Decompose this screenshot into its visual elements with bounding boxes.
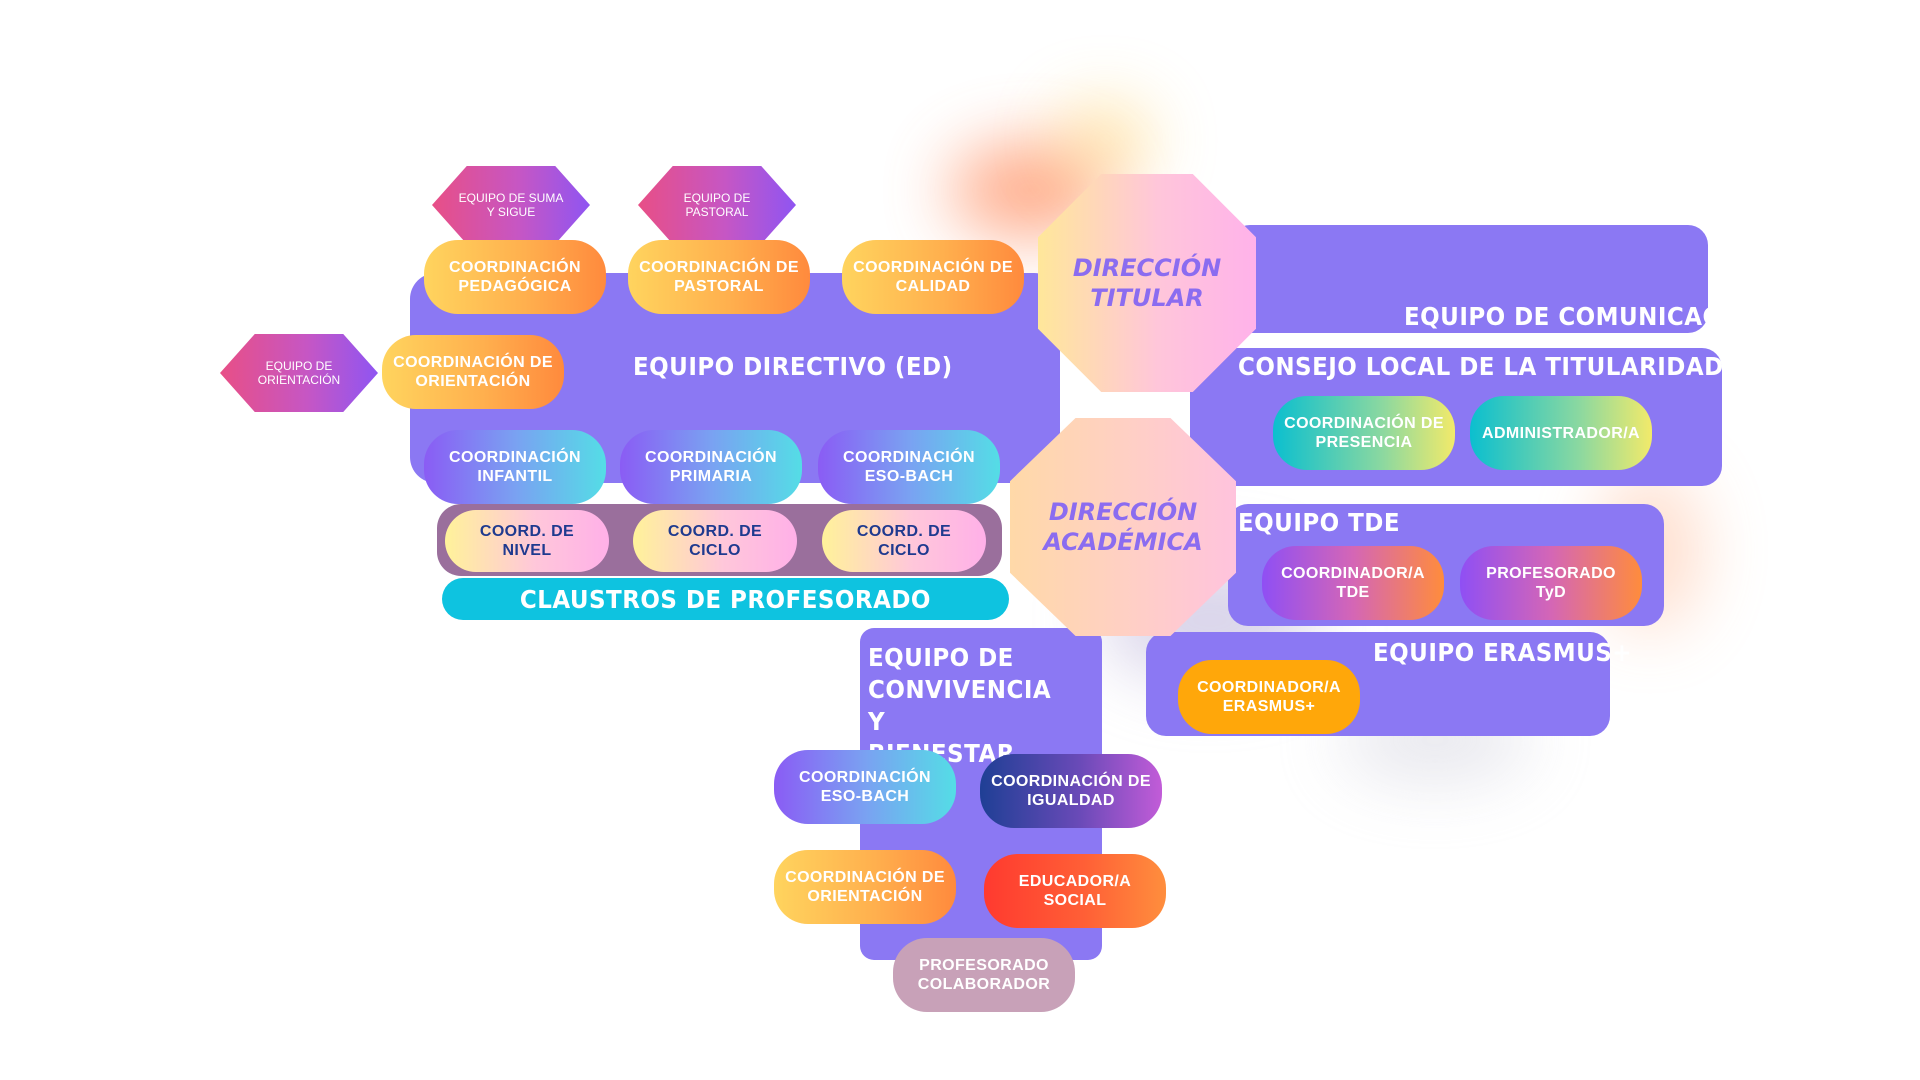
direccion-academica-octagon: DIRECCIÓN ACADÉMICA — [1010, 418, 1236, 636]
tde-title: EQUIPO TDE — [1238, 508, 1401, 537]
coordinador-erasmus-pill: COORDINADOR/A ERASMUS+ — [1178, 660, 1360, 734]
profesorado-colaborador-pill: PROFESORADO COLABORADOR — [893, 938, 1075, 1012]
decorative-blur-yellow — [1060, 105, 1150, 175]
coordinacion-infantil-pill: COORDINACIÓN INFANTIL — [424, 430, 606, 504]
direccion-titular-octagon: DIRECCIÓN TITULAR — [1038, 174, 1256, 392]
claustros-title: CLAUSTROS DE PROFESORADO — [519, 584, 932, 614]
coordinador-tde-pill: COORDINADOR/A TDE — [1262, 546, 1444, 620]
coord-nivel-pill: COORD. DE NIVEL — [445, 510, 609, 572]
equipo-directivo-title: EQUIPO DIRECTIVO (ED) — [633, 352, 953, 381]
equipo-pastoral-hexagon: EQUIPO DE PASTORAL — [638, 166, 796, 244]
coord-ciclo-pill-2: COORD. DE CICLO — [822, 510, 986, 572]
educador-social-pill: EDUCADOR/A SOCIAL — [984, 854, 1166, 928]
equipo-suma-y-sigue-hexagon: EQUIPO DE SUMA Y SIGUE — [432, 166, 590, 244]
erasmus-title: EQUIPO ERASMUS+ — [1373, 638, 1633, 667]
coord-ciclo-pill-1: COORD. DE CICLO — [633, 510, 797, 572]
convivencia-coordinacion-orientacion-pill: COORDINACIÓN DE ORIENTACIÓN — [774, 850, 956, 924]
coordinacion-orientacion-pill: COORDINACIÓN DE ORIENTACIÓN — [382, 335, 564, 409]
convivencia-title: EQUIPO DE CONVIVENCIA Y BIENESTAR — [868, 643, 1052, 768]
coordinacion-igualdad-pill: COORDINACIÓN DE IGUALDAD — [980, 754, 1162, 828]
convivencia-coordinacion-eso-bach-pill: COORDINACIÓN ESO-BACH — [774, 750, 956, 824]
coordinacion-presencia-pill: COORDINACIÓN DE PRESENCIA — [1273, 396, 1455, 470]
administrador-pill: ADMINISTRADOR/A — [1470, 396, 1652, 470]
coordinacion-eso-bach-pill: COORDINACIÓN ESO-BACH — [818, 430, 1000, 504]
coordinacion-calidad-pill: COORDINACIÓN DE CALIDAD — [842, 240, 1024, 314]
claustros-bar: CLAUSTROS DE PROFESORADO — [442, 578, 1009, 620]
coordinacion-primaria-pill: COORDINACIÓN PRIMARIA — [620, 430, 802, 504]
equipo-comunicacion-title: EQUIPO DE COMUNICACIÓN — [1404, 302, 1769, 331]
clt-title: CONSEJO LOCAL DE LA TITULARIDAD (CLT) — [1238, 352, 1799, 381]
coordinacion-pastoral-pill: COORDINACIÓN DE PASTORAL — [628, 240, 810, 314]
profesorado-tyd-pill: PROFESORADO TyD — [1460, 546, 1642, 620]
coordinacion-pedagogica-pill: COORDINACIÓN PEDAGÓGICA — [424, 240, 606, 314]
equipo-comunicacion-panel — [1230, 225, 1708, 333]
equipo-orientacion-hexagon: EQUIPO DE ORIENTACIÓN — [220, 334, 378, 412]
